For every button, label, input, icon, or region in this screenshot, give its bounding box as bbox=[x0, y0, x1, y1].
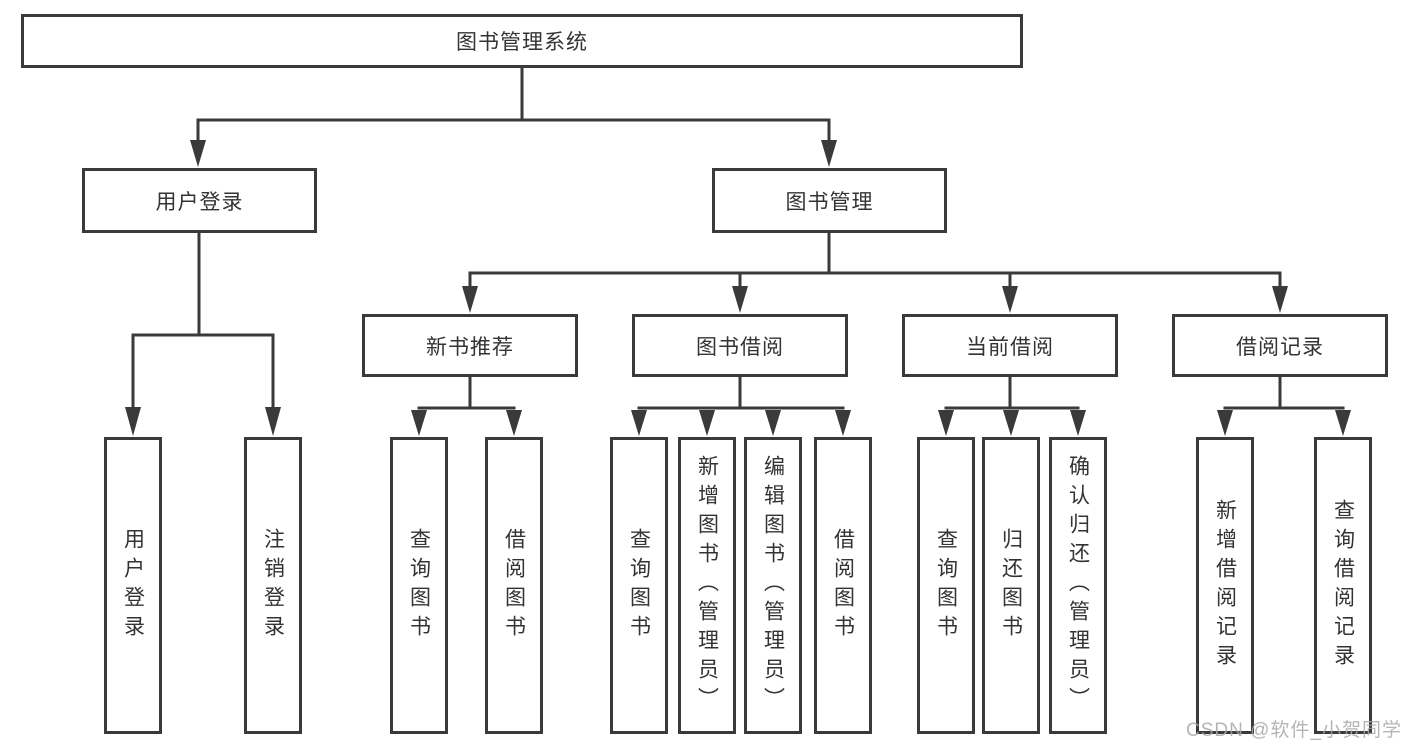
arrowhead bbox=[1217, 410, 1233, 436]
node-cb-query-books: 查询图书 bbox=[917, 437, 975, 734]
arrowhead bbox=[1003, 410, 1019, 436]
node-root-system: 图书管理系统 bbox=[21, 14, 1023, 68]
node-cb-return-books-label: 归还图书 bbox=[999, 527, 1023, 644]
arrowhead bbox=[631, 410, 647, 436]
connector-arrow-shafts bbox=[131, 120, 1282, 409]
arrowhead bbox=[821, 140, 837, 167]
node-bb-query-books-label: 查询图书 bbox=[627, 527, 651, 644]
node-bb-edit-books-admin-label: 编辑图书（管理员） bbox=[761, 455, 785, 716]
node-br-add-borrow-record: 新增借阅记录 bbox=[1196, 437, 1254, 734]
node-bb-edit-books-admin: 编辑图书（管理员） bbox=[744, 437, 802, 734]
node-logout-label: 注销登录 bbox=[261, 527, 285, 644]
arrowhead bbox=[699, 410, 715, 436]
node-borrowing-records-label: 借阅记录 bbox=[1236, 335, 1324, 359]
arrowhead bbox=[732, 286, 748, 313]
node-book-borrowing-label: 图书借阅 bbox=[696, 335, 784, 359]
node-book-management-branch: 图书管理 bbox=[712, 168, 947, 233]
node-cb-confirm-return-admin: 确认归还（管理员） bbox=[1049, 437, 1107, 734]
node-book-borrowing: 图书借阅 bbox=[632, 314, 848, 377]
connector-trunk-lines bbox=[131, 66, 1345, 410]
arrowhead bbox=[462, 286, 478, 313]
node-login-label: 用户登录 bbox=[121, 527, 145, 644]
arrowhead bbox=[190, 140, 206, 167]
node-nbr-borrow-books-label: 借阅图书 bbox=[502, 527, 526, 644]
arrowhead bbox=[765, 410, 781, 436]
arrowhead bbox=[1272, 286, 1288, 313]
node-new-book-recommendation: 新书推荐 bbox=[362, 314, 578, 377]
node-current-borrowing-label: 当前借阅 bbox=[966, 335, 1054, 359]
node-br-query-borrow-record: 查询借阅记录 bbox=[1314, 437, 1372, 734]
arrowheads bbox=[125, 140, 1351, 436]
node-bb-add-books-admin: 新增图书（管理员） bbox=[678, 437, 736, 734]
node-bb-borrow-books: 借阅图书 bbox=[814, 437, 872, 734]
node-current-borrowing: 当前借阅 bbox=[902, 314, 1118, 377]
node-nbr-borrow-books: 借阅图书 bbox=[485, 437, 543, 734]
node-login: 用户登录 bbox=[104, 437, 162, 734]
arrowhead bbox=[265, 407, 281, 436]
node-book-management-branch-label: 图书管理 bbox=[785, 190, 874, 214]
node-borrowing-records: 借阅记录 bbox=[1172, 314, 1388, 377]
node-cb-confirm-return-admin-label: 确认归还（管理员） bbox=[1066, 455, 1090, 716]
arrowhead bbox=[835, 410, 851, 436]
node-br-query-borrow-record-label: 查询借阅记录 bbox=[1331, 498, 1355, 673]
arrowhead bbox=[1070, 410, 1086, 436]
node-bb-borrow-books-label: 借阅图书 bbox=[831, 527, 855, 644]
node-new-book-recommendation-label: 新书推荐 bbox=[426, 335, 514, 359]
node-user-login-branch-label: 用户登录 bbox=[155, 190, 244, 214]
arrowhead bbox=[938, 410, 954, 436]
arrowhead bbox=[1002, 286, 1018, 313]
arrowhead bbox=[1335, 410, 1351, 436]
arrowhead bbox=[506, 410, 522, 436]
arrowhead bbox=[411, 410, 427, 436]
node-br-add-borrow-record-label: 新增借阅记录 bbox=[1213, 498, 1237, 673]
csdn-watermark: CSDN @软件_小贺同学 bbox=[1186, 720, 1402, 741]
node-root-system-label: 图书管理系统 bbox=[456, 31, 588, 54]
arrowhead bbox=[125, 407, 141, 436]
node-nbr-query-books: 查询图书 bbox=[390, 437, 448, 734]
node-bb-add-books-admin-label: 新增图书（管理员） bbox=[695, 455, 719, 716]
node-cb-return-books: 归还图书 bbox=[982, 437, 1040, 734]
node-cb-query-books-label: 查询图书 bbox=[934, 527, 958, 644]
node-nbr-query-books-label: 查询图书 bbox=[407, 527, 431, 644]
node-user-login-branch: 用户登录 bbox=[82, 168, 317, 233]
node-logout: 注销登录 bbox=[244, 437, 302, 734]
node-bb-query-books: 查询图书 bbox=[610, 437, 668, 734]
